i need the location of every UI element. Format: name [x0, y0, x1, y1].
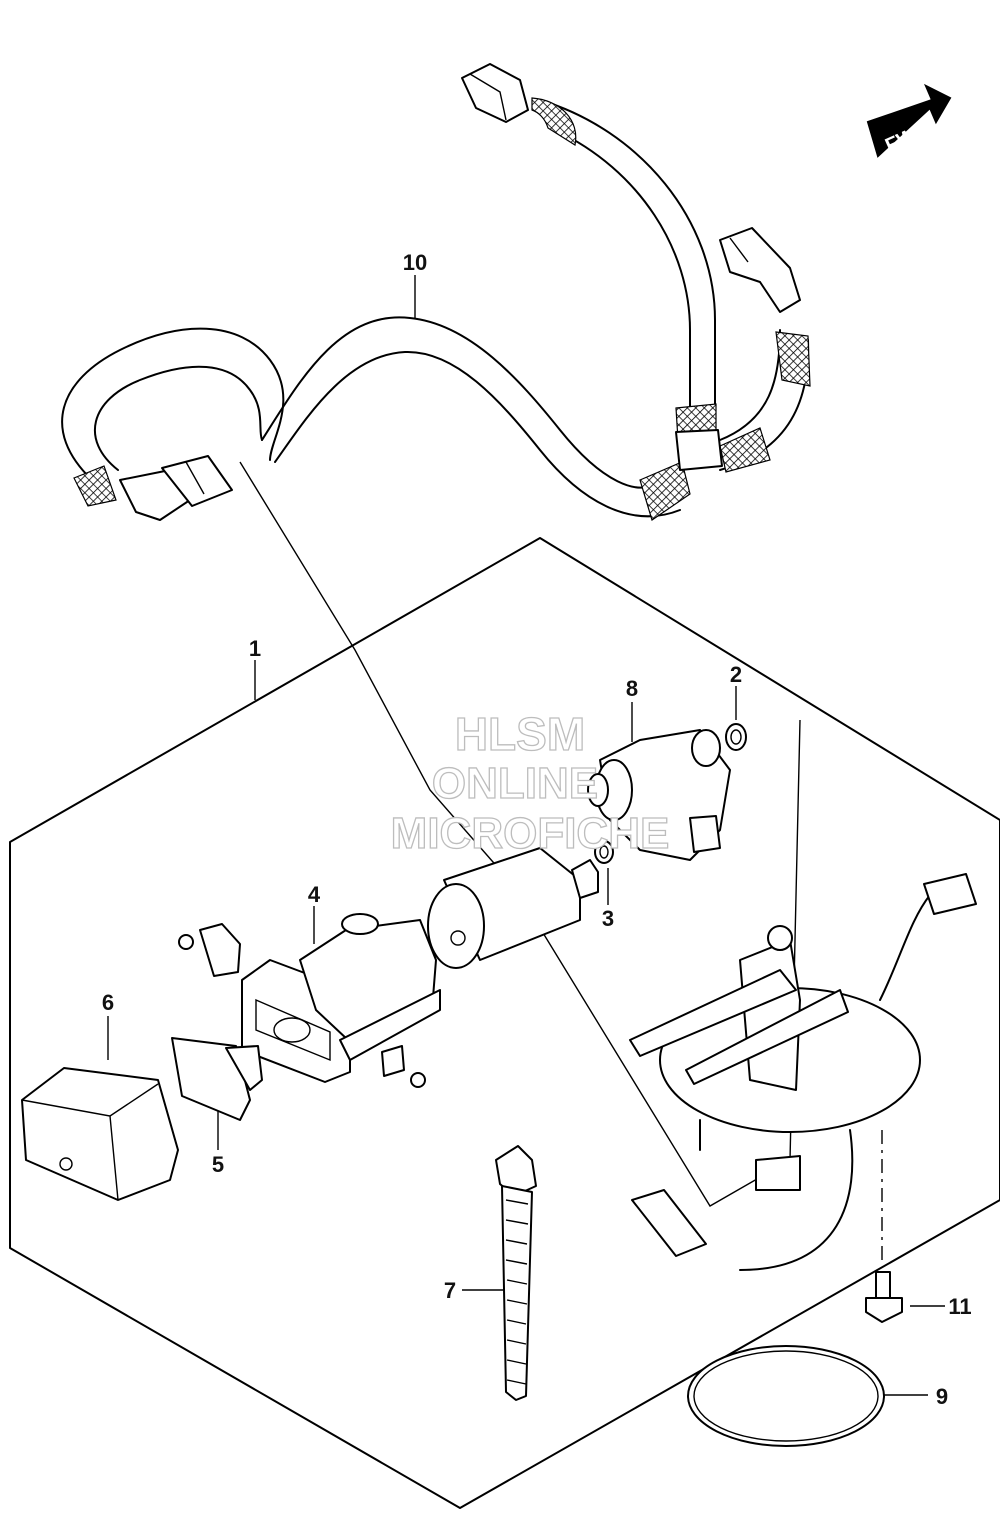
callout-1: 1 [249, 636, 261, 661]
callout-8: 8 [626, 676, 638, 701]
fwd-arrow-icon: FWD [866, 83, 952, 158]
callout-2: 2 [730, 662, 742, 687]
cable-tie [495, 1145, 537, 1401]
callout-11: 11 [948, 1294, 971, 1319]
o-ring-small [594, 840, 614, 864]
callout-9: 9 [936, 1384, 948, 1409]
tank-gasket [687, 1345, 885, 1447]
fuel-filter [171, 1037, 263, 1121]
fuel-pump-cover [21, 1067, 179, 1201]
fuel-pump-kit-frame [9, 537, 1000, 1509]
fuel-pump-holder [178, 913, 441, 1088]
callout-10: 10 [403, 250, 427, 275]
watermark-line3: MICROFICHE [391, 809, 670, 858]
tank-gasket-inner [693, 1350, 879, 1442]
watermark: HLSM ONLINE MICROFICHE [390, 707, 670, 858]
fuel-pump-bracket-plate [629, 873, 977, 1271]
callout-labels: 1 2 3 4 5 6 7 8 9 10 11 [102, 250, 972, 1409]
callout-6: 6 [102, 990, 114, 1015]
o-ring-large [725, 723, 747, 751]
watermark-line2: ONLINE [432, 759, 598, 808]
fuel-hose-assembly [61, 63, 811, 521]
o-ring-inner-small [599, 845, 609, 859]
callout-5: 5 [212, 1152, 224, 1177]
leader-lines [107, 275, 945, 1396]
fuel-pump-motor [427, 847, 599, 969]
fuel-pressure-regulator [587, 729, 731, 861]
callout-4: 4 [308, 882, 321, 907]
watermark-line1: HLSM [455, 708, 585, 760]
callout-7: 7 [444, 1278, 456, 1303]
flange-bolt [865, 1271, 903, 1323]
callout-3: 3 [602, 906, 614, 931]
o-ring-inner-large [730, 729, 742, 745]
